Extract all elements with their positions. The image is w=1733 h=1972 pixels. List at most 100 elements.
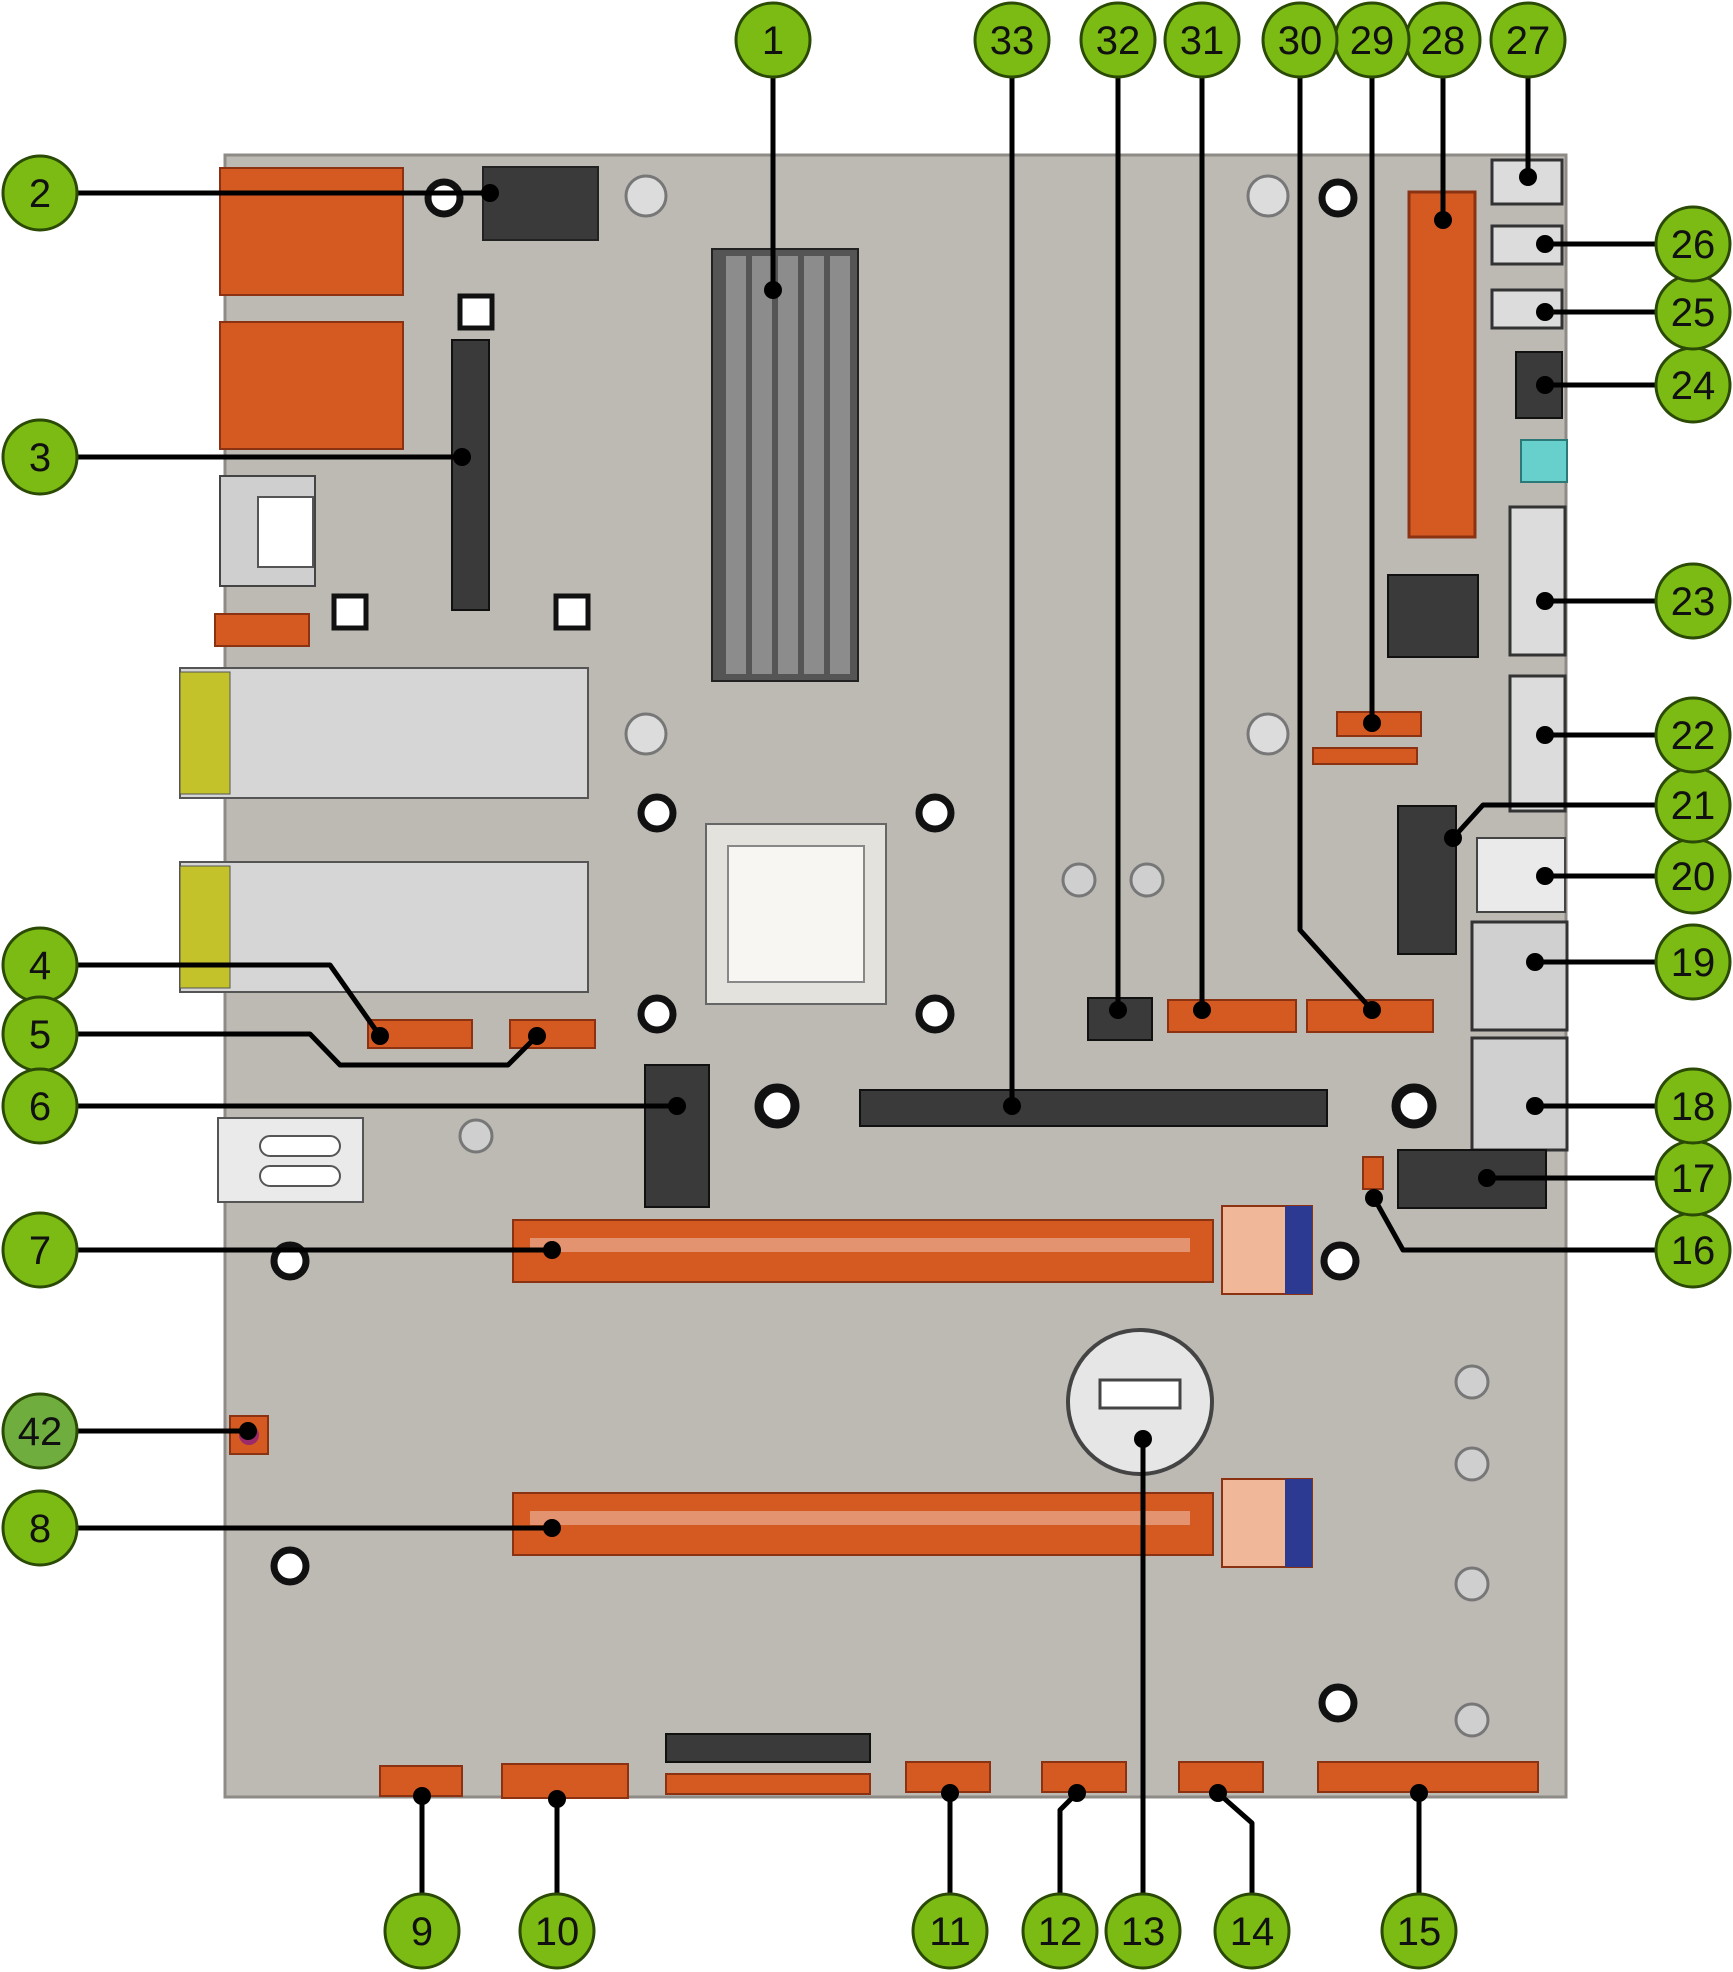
jumper-header-small [1387, 574, 1479, 658]
vertical-edge-connector [451, 339, 490, 611]
audio-port-teal [1520, 439, 1568, 483]
callout-16: 16 [1654, 1211, 1732, 1289]
audio-jack [217, 1117, 364, 1203]
svg-text:28: 28 [1421, 19, 1466, 63]
mount-hole [270, 1546, 310, 1586]
callout-9: 9 [383, 1892, 461, 1970]
mount-hole [915, 994, 955, 1034]
leader-4 [40, 962, 383, 1038]
svg-text:30: 30 [1278, 19, 1323, 63]
mount-hole [637, 793, 677, 833]
svg-text:31: 31 [1180, 19, 1225, 63]
svg-text:17: 17 [1671, 1157, 1716, 1201]
leader-5 [40, 1031, 539, 1068]
mount-hole [1320, 1241, 1360, 1281]
usb-header-22 [1508, 674, 1567, 813]
sfp-cage-top [179, 667, 589, 799]
jumper-16 [1362, 1156, 1384, 1190]
callout-18: 18 [1654, 1067, 1732, 1145]
svg-text:24: 24 [1671, 364, 1716, 408]
sata-port-18 [1470, 1036, 1569, 1152]
sfp-cage-bottom [179, 861, 589, 993]
svg-text:11: 11 [929, 1910, 971, 1954]
rj45-port-bottom [219, 321, 404, 450]
header-dark-bottom [665, 1733, 871, 1763]
callout-24: 24 [1654, 346, 1732, 424]
board-layer [179, 153, 1569, 1799]
callout-11: 11 [911, 1892, 989, 1970]
standoff [1454, 1702, 1490, 1738]
rj45-port-top [219, 167, 404, 296]
header-15 [1317, 1761, 1539, 1793]
svg-text:20: 20 [1671, 855, 1716, 899]
callout-3: 3 [1, 418, 79, 496]
standoff [458, 1118, 494, 1154]
callout-29: 29 [1333, 1, 1411, 79]
mount-hole [270, 1241, 310, 1281]
standoff [1454, 1446, 1490, 1482]
svg-text:22: 22 [1671, 714, 1716, 758]
svg-text:18: 18 [1671, 1085, 1716, 1129]
svg-text:4: 4 [29, 944, 51, 988]
svg-text:7: 7 [29, 1229, 51, 1273]
callout-20: 20 [1654, 837, 1732, 915]
svg-text:29: 29 [1350, 19, 1395, 63]
callout-4: 4 [1, 926, 79, 1004]
m2-slot-left [644, 1064, 710, 1208]
svg-text:33: 33 [990, 19, 1035, 63]
mount-hole [754, 1083, 800, 1129]
callout-15: 15 [1380, 1892, 1458, 1970]
callout-14: 14 [1213, 1892, 1291, 1970]
svg-text:23: 23 [1671, 580, 1716, 624]
leader-21 [1451, 802, 1693, 840]
callout-12: 12 [1021, 1892, 1099, 1970]
standoff [624, 712, 668, 756]
svg-text:8: 8 [29, 1507, 51, 1551]
svg-text:2: 2 [29, 172, 51, 216]
svg-text:15: 15 [1397, 1910, 1442, 1954]
svg-text:32: 32 [1096, 19, 1141, 63]
pcie-slot-upper [512, 1219, 1214, 1283]
callout-7: 7 [1, 1211, 79, 1289]
callout-13: 13 [1104, 1892, 1182, 1970]
svg-text:19: 19 [1671, 941, 1716, 985]
header-5 [509, 1019, 596, 1049]
board-to-board-connector [859, 1089, 1328, 1127]
callout-22: 22 [1654, 696, 1732, 774]
standoff [1454, 1566, 1490, 1602]
sata-port-19 [1470, 920, 1569, 1032]
mount-hole [637, 994, 677, 1034]
mount-hole [424, 178, 464, 218]
svg-text:13: 13 [1121, 1910, 1166, 1954]
svg-text:14: 14 [1230, 1910, 1275, 1954]
svg-text:12: 12 [1038, 1910, 1083, 1954]
svg-text:10: 10 [535, 1910, 580, 1954]
svg-text:21: 21 [1671, 784, 1716, 828]
callout-31: 31 [1163, 1, 1241, 79]
leader-30 [1297, 40, 1374, 1012]
usb-header-23 [1508, 505, 1567, 657]
callout-28: 28 [1404, 1, 1482, 79]
callout-6: 6 [1, 1067, 79, 1145]
leader-lines [40, 40, 1693, 1931]
standoff [1454, 1364, 1490, 1400]
callout-5: 5 [1, 995, 79, 1073]
mount-hole [1391, 1083, 1437, 1129]
svg-text:27: 27 [1506, 19, 1551, 63]
callout-32: 32 [1079, 1, 1157, 79]
callout-10: 10 [518, 1892, 596, 1970]
callout-27: 27 [1489, 1, 1567, 79]
svg-text:42: 42 [18, 1410, 63, 1454]
callout-23: 23 [1654, 562, 1732, 640]
callout-21: 21 [1654, 766, 1732, 844]
mount-hole [1318, 1683, 1358, 1723]
m2-slot-21 [1397, 805, 1457, 955]
standoff [1246, 174, 1290, 218]
svg-text:26: 26 [1671, 223, 1716, 267]
standoff [1061, 862, 1097, 898]
svg-text:5: 5 [29, 1013, 51, 1057]
pcie-slot-lower [512, 1492, 1214, 1556]
callout-33: 33 [973, 1, 1051, 79]
header-31 [1167, 999, 1297, 1033]
